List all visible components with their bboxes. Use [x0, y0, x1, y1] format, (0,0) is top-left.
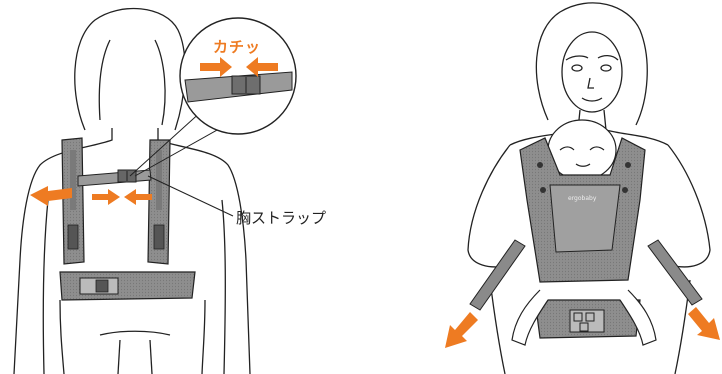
- left-dangling-strap: [469, 239, 526, 311]
- callout-leader-line: [129, 109, 204, 177]
- carrier-brand-logo: ergobaby: [568, 195, 597, 202]
- right-shoulder-strap: [147, 139, 171, 265]
- right-dangling-strap: [647, 239, 703, 306]
- pull-arrow-down-right: [688, 307, 720, 340]
- baby-legs: [511, 289, 657, 346]
- pull-arrow-down-left: [445, 312, 478, 348]
- back-view-figure: [13, 7, 251, 374]
- tighten-arrow-right: [92, 189, 120, 205]
- buckle-callout-circle: [179, 17, 297, 135]
- waist-belt: [59, 271, 196, 301]
- baby-carrier: [519, 137, 646, 339]
- left-shoulder-strap: [61, 137, 85, 265]
- tighten-arrow-left: [124, 189, 152, 205]
- pull-arrow-left: [30, 186, 72, 206]
- chest-label-leader-line: [147, 175, 234, 217]
- chest-strap: [77, 169, 152, 187]
- chest-strap-label: 胸ストラップ: [236, 209, 327, 227]
- click-sound-label: カチッ: [213, 38, 262, 56]
